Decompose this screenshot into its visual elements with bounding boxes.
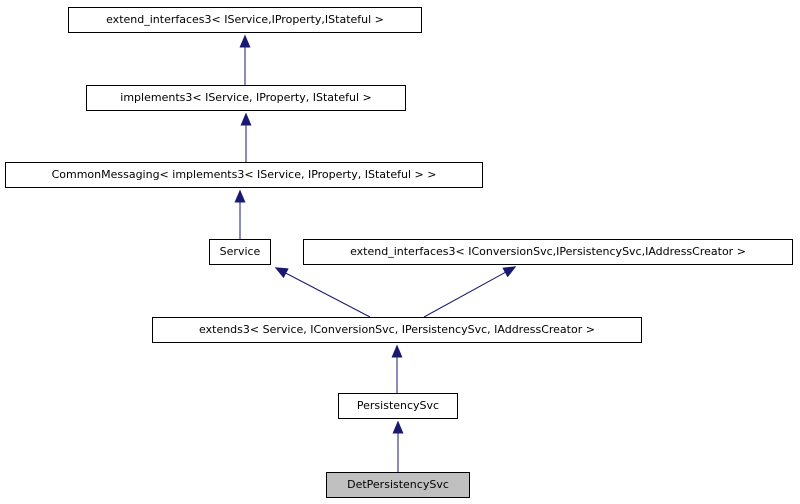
node-implements3[interactable]: implements3< IService, IProperty, IState… [86,85,406,111]
node-extends3[interactable]: extends3< Service, IConversionSvc, IPers… [152,317,642,343]
node-extend-interfaces3-iservice[interactable]: extend_interfaces3< IService,IProperty,I… [68,7,422,33]
node-extend-interfaces3-iconversionsvc[interactable]: extend_interfaces3< IConversionSvc,IPers… [303,239,793,265]
node-common-messaging[interactable]: CommonMessaging< implements3< IService, … [5,162,483,188]
node-service[interactable]: Service [209,239,271,265]
node-det-persistency-svc-current: DetPersistencySvc [326,472,470,498]
edge-extends3-to-extend-interfaces3-conversion [423,266,517,318]
node-persistency-svc[interactable]: PersistencySvc [338,393,458,419]
edge-extends3-to-service [274,267,371,318]
